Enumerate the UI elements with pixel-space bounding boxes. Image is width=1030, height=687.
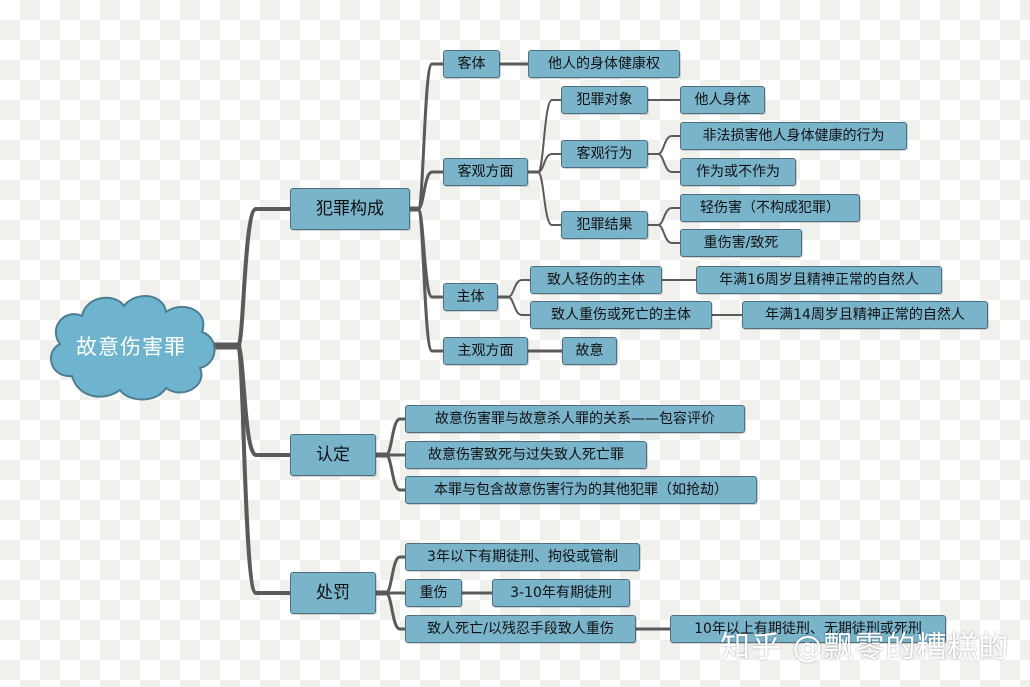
- node-zhuguan[interactable]: 主观方面: [443, 337, 528, 365]
- node-rending-2[interactable]: 故意伤害致死与过失致人死亡罪: [405, 441, 647, 469]
- node-jieguo-2[interactable]: 重伤害/致死: [680, 229, 802, 257]
- node-duixiang-value[interactable]: 他人身体: [680, 86, 765, 114]
- branch-rending[interactable]: 认定: [290, 434, 376, 476]
- node-keti[interactable]: 客体: [443, 50, 500, 78]
- node-zhuti-1[interactable]: 致人轻伤的主体: [530, 266, 662, 294]
- watermark: 知乎 @飘零的糟糕的: [720, 630, 1010, 665]
- node-zhongshang-value[interactable]: 3-10年有期徒刑: [492, 579, 630, 607]
- node-duixiang[interactable]: 犯罪对象: [561, 86, 648, 114]
- root-label: 故意伤害罪: [76, 335, 186, 359]
- branch-chufa[interactable]: 处罚: [290, 572, 376, 614]
- node-zhuti-1-value[interactable]: 年满16周岁且精神正常的自然人: [696, 266, 942, 294]
- branch-fanzui-goucheng[interactable]: 犯罪构成: [290, 188, 410, 230]
- node-jieguo[interactable]: 犯罪结果: [561, 211, 648, 239]
- root-node[interactable]: 故意伤害罪: [42, 290, 220, 402]
- node-keti-value[interactable]: 他人的身体健康权: [528, 50, 680, 78]
- node-chufa-1[interactable]: 3年以下有期徒刑、拘役或管制: [405, 543, 640, 571]
- node-xingwei-1[interactable]: 非法损害他人身体健康的行为: [680, 122, 907, 150]
- node-xingwei[interactable]: 客观行为: [561, 140, 648, 168]
- cloud-shape: [50, 294, 216, 401]
- node-keguan[interactable]: 客观方面: [443, 158, 528, 186]
- node-siwang[interactable]: 致人死亡/以残忍手段致人重伤: [405, 615, 636, 643]
- node-zhuguan-value[interactable]: 故意: [562, 337, 617, 365]
- node-siwang-value[interactable]: 10年以上有期徒刑、无期徒刑或死刑: [670, 615, 946, 643]
- node-rending-3[interactable]: 本罪与包含故意伤害行为的其他犯罪（如抢劫）: [405, 476, 757, 504]
- node-jieguo-1[interactable]: 轻伤害（不构成犯罪）: [680, 194, 860, 222]
- node-zhuti[interactable]: 主体: [443, 283, 498, 311]
- node-zhuti-2-value[interactable]: 年满14周岁且精神正常的自然人: [742, 301, 988, 329]
- node-rending-1[interactable]: 故意伤害罪与故意杀人罪的关系——包容评价: [405, 405, 745, 433]
- node-zhongshang[interactable]: 重伤: [405, 579, 462, 607]
- node-zhuti-2[interactable]: 致人重伤或死亡的主体: [530, 301, 712, 329]
- node-xingwei-2[interactable]: 作为或不作为: [680, 158, 796, 186]
